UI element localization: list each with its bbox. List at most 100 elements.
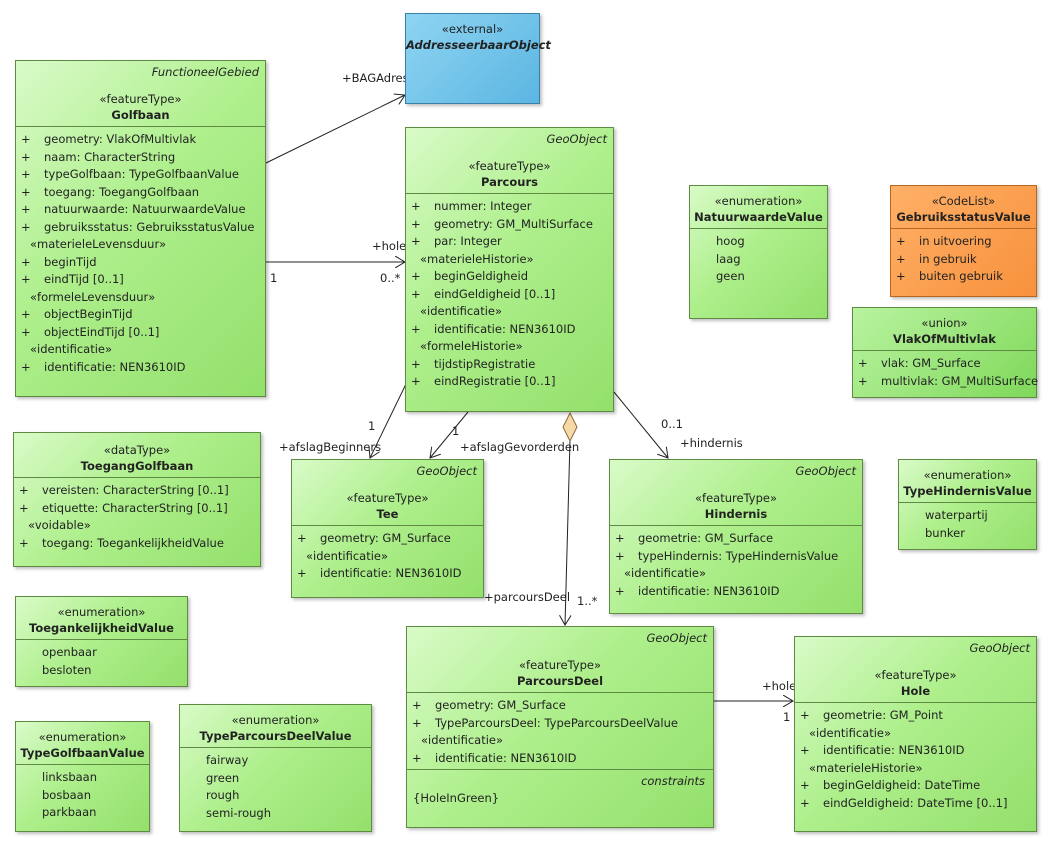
attribute: +TypeParcoursDeel: TypeParcoursDeelValue (412, 715, 678, 730)
enum-literal: bunker (925, 525, 965, 540)
parent-class: GeoObject (795, 464, 856, 478)
attribute: +etiquette: CharacterString [0..1] (19, 500, 228, 515)
class-gebruiksstatus-value[interactable]: «CodeList» GebruiksstatusValue +in uitvo… (890, 185, 1037, 297)
enum-literal: openbaar (42, 645, 97, 659)
attribute: +geometrie: GM_Point (800, 708, 943, 722)
attribute-group: «materieleHistorie» (809, 760, 923, 775)
class-parcoursdeel[interactable]: GeoObject «featureType» ParcoursDeel +ge… (406, 626, 714, 828)
class-name: ParcoursDeel (516, 674, 604, 688)
class-natuurwaarde-value[interactable]: «enumeration» NatuurwaardeValue hoog laa… (689, 185, 828, 319)
attribute: +identificatie: NEN3610ID (412, 750, 577, 765)
attribute: +identificatie: NEN3610ID (615, 583, 780, 598)
assoc-hindernis (613, 391, 668, 458)
parent-class: GeoObject (416, 464, 477, 478)
attribute-group: «identificatie» (624, 566, 707, 580)
attribute: +identificatie: NEN3610ID (297, 566, 462, 580)
class-name: TypeHindernisValue (903, 484, 1032, 498)
attribute-group: «materieleLevensduur» (30, 237, 167, 251)
attribute: +geometry: GM_Surface (412, 698, 566, 712)
class-hindernis[interactable]: GeoObject «featureType» Hindernis +geome… (609, 459, 863, 614)
class-name: Hindernis (704, 507, 768, 521)
attribute: +eindGeldigheid: DateTime [0..1] (800, 795, 1008, 810)
attribute: +eindTijd [0..1] (21, 272, 124, 286)
class-parcours[interactable]: GeoObject «featureType» Parcours +nummer… (405, 127, 614, 412)
stereotype: «featureType» (694, 491, 777, 505)
class-addresseerbaar-object[interactable]: «external» AddresseerbaarObject (405, 13, 551, 104)
class-typeparcoursdeel-value[interactable]: «enumeration» TypeParcoursDeelValue fair… (179, 704, 372, 832)
label-hole-role: +hole (372, 239, 406, 253)
attribute: +toegang: ToegankelijkheidValue (19, 535, 224, 550)
attribute-group: «formeleLevensduur» (30, 289, 156, 304)
class-name: Hole (900, 684, 931, 698)
label-pd-hole-role: +hole (762, 679, 796, 693)
parent-class: GeoObject (969, 641, 1030, 655)
attribute: +eindRegistratie [0..1] (411, 374, 556, 388)
class-toegankelijkheid-value[interactable]: «enumeration» ToegankelijkheidValue open… (15, 596, 188, 687)
class-name: ToegankelijkheidValue (29, 621, 174, 635)
class-name: Tee (376, 507, 399, 521)
label-hindernis-mult: 0..1 (661, 417, 683, 431)
enum-literal: semi-rough (206, 805, 272, 820)
enum-literal: waterpartij (925, 508, 988, 522)
attribute-group: «formeleHistorie» (420, 339, 523, 353)
assoc-afslag-beginners (370, 383, 407, 458)
attribute: +eindGeldigheid [0..1] (411, 286, 556, 301)
class-name: Golfbaan (111, 108, 170, 122)
label-hindernis-role: +hindernis (680, 436, 743, 450)
attribute: +geometry: GM_MultiSurface (411, 216, 593, 231)
label-afslag-beginners: +afslagBeginners (279, 440, 381, 454)
attribute: +naam: CharacterString (21, 149, 176, 164)
class-typehindernis-value[interactable]: «enumeration» TypeHindernisValue waterpa… (898, 459, 1037, 550)
attribute: +beginGeldigheid: DateTime (800, 778, 981, 792)
attribute: +identificatie: NEN3610ID (411, 321, 576, 336)
label-pd-hole-mult: 1 (783, 710, 790, 724)
aggregation-diamond (562, 411, 578, 443)
enum-literal: geen (716, 269, 745, 283)
attribute-group: «identificatie» (809, 725, 892, 740)
stereotype: «external» (441, 22, 504, 36)
attribute: +toegang: ToegangGolfbaan (21, 184, 200, 199)
attribute-group: «identificatie» (420, 304, 503, 318)
label-hole-mult-tgt: 0..* (380, 271, 401, 285)
label-parcoursdeel-mult: 1..* (577, 594, 598, 608)
enum-literal: hoog (716, 234, 745, 248)
label-hole-mult-src: 1 (270, 271, 277, 285)
attribute: +beginTijd (21, 254, 97, 269)
class-hole[interactable]: GeoObject «featureType» Hole +geometrie:… (794, 636, 1037, 832)
stereotype: «featureType» (874, 668, 957, 682)
parent-class: GeoObject (646, 631, 707, 645)
class-toegang-golfbaan[interactable]: «dataType» ToegangGolfbaan +vereisten: C… (13, 432, 261, 567)
parent-class: GeoObject (546, 132, 607, 146)
stereotype: «featureType» (99, 92, 182, 106)
stereotype: «enumeration» (714, 194, 803, 208)
attribute: +identificatie: NEN3610ID (21, 359, 186, 374)
enum-literal: parkbaan (42, 805, 97, 819)
class-golfbaan[interactable]: FunctioneelGebied «featureType» Golfbaan… (15, 60, 266, 397)
class-vlakofmultivlak[interactable]: «union» VlakOfMultivlak +vlak: GM_Surfac… (852, 307, 1038, 398)
class-typegolfbaan-value[interactable]: «enumeration» TypeGolfbaanValue linksbaa… (15, 721, 150, 832)
stereotype: «union» (921, 316, 968, 330)
attribute: +geometrie: GM_Surface (615, 531, 774, 545)
enum-literal: linksbaan (42, 770, 98, 784)
class-name: TypeGolfbaanValue (20, 746, 145, 760)
enum-literal: besloten (42, 662, 92, 677)
attribute-group: «identificatie» (306, 548, 389, 563)
constraints-section: constraints {HoleInGreen} (407, 769, 713, 807)
constraint: {HoleInGreen} (413, 791, 500, 805)
stereotype: «enumeration» (57, 605, 146, 619)
stereotype: «featureType» (518, 658, 601, 672)
parent-class: FunctioneelGebied (151, 65, 259, 79)
attribute: +typeHindernis: TypeHindernisValue (615, 548, 839, 563)
attribute: +typeGolfbaan: TypeGolfbaanValue (21, 167, 239, 181)
class-name: TypeParcoursDeelValue (199, 729, 352, 743)
class-tee[interactable]: GeoObject «featureType» Tee +geometry: G… (291, 459, 484, 598)
class-name: GebruiksstatusValue (896, 210, 1031, 224)
attribute: +identificatie: NEN3610ID (800, 743, 965, 757)
stereotype: «featureType» (468, 159, 551, 173)
code-value: +in uitvoering (896, 234, 992, 248)
label-tee-mult: 1 (452, 424, 459, 438)
class-name: Parcours (481, 175, 538, 189)
label-parcoursdeel-role: +parcoursDeel (484, 590, 570, 604)
attribute: +objectBeginTijd (21, 307, 133, 321)
